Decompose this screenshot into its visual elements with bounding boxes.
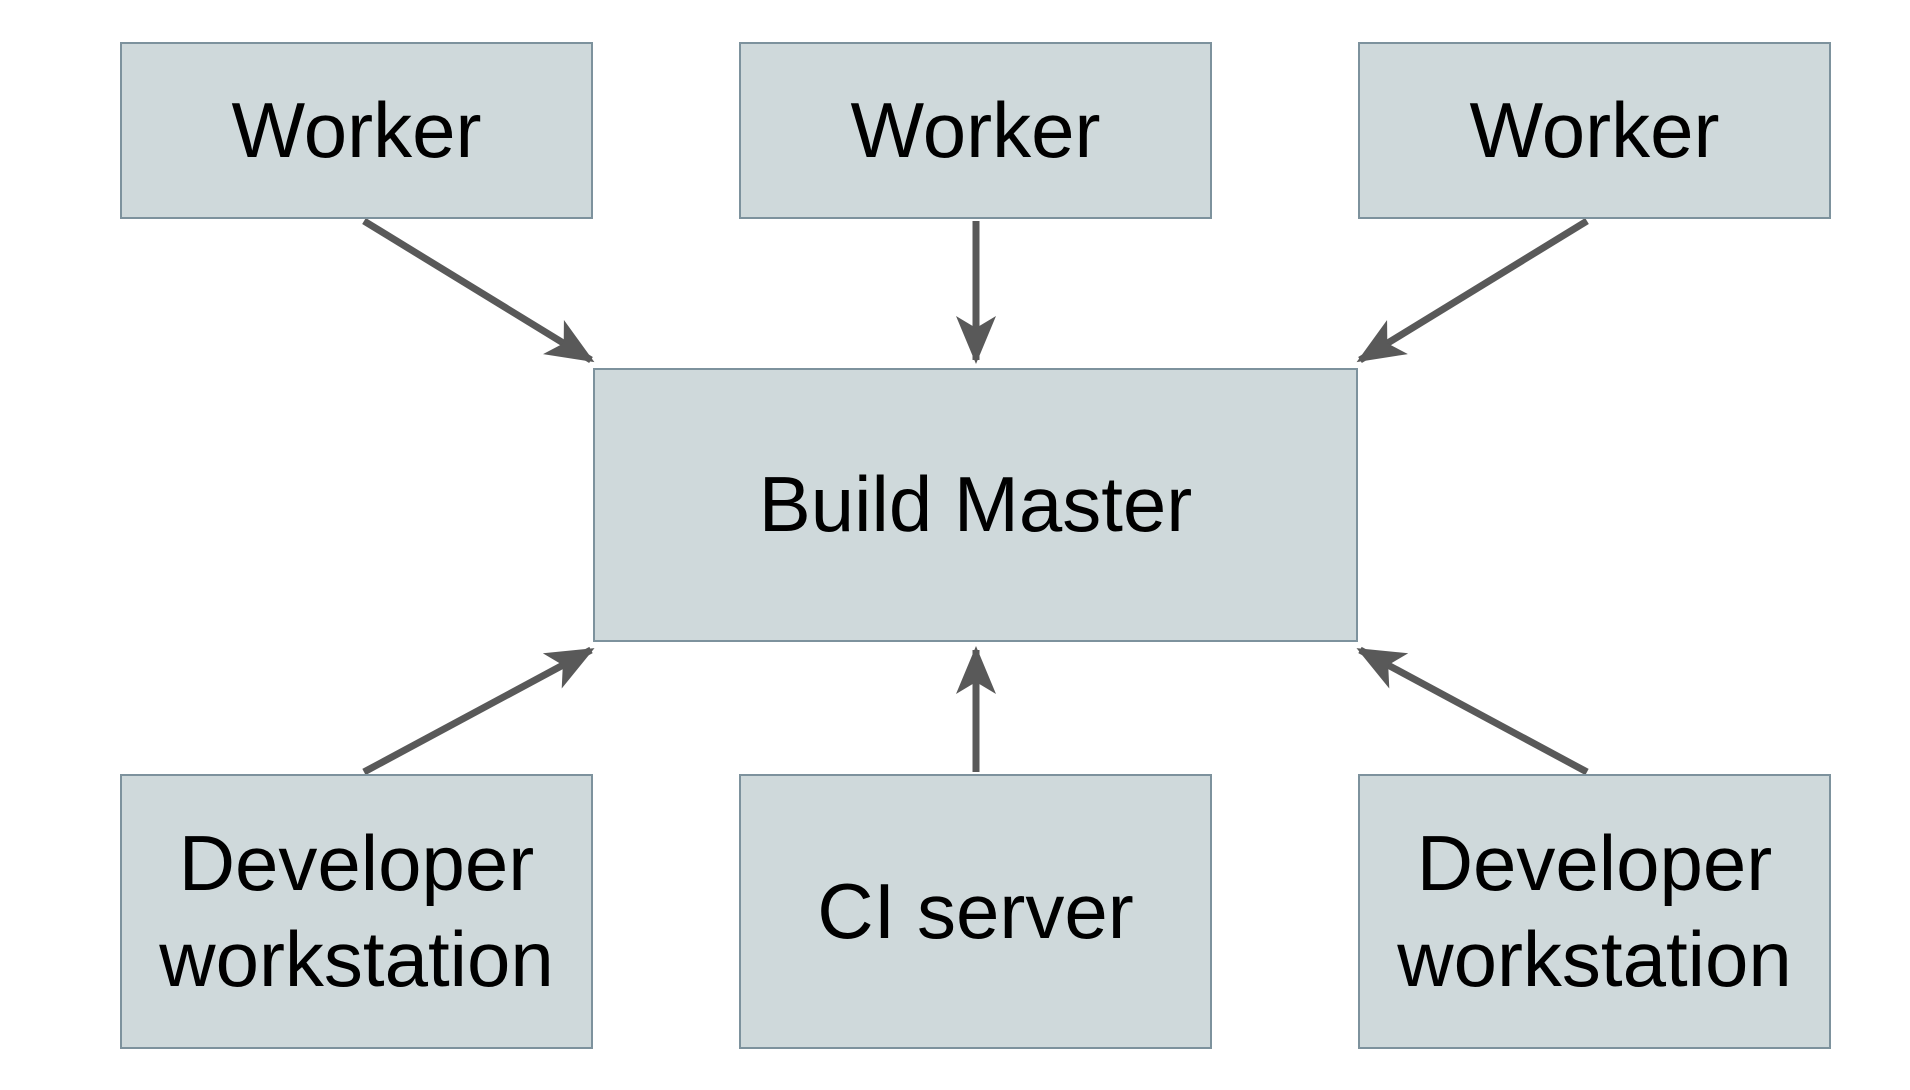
node-worker-3: Worker [1358, 42, 1831, 219]
node-worker-1: Worker [120, 42, 593, 219]
node-ci-server: CI server [739, 774, 1212, 1049]
node-developer-workstation-1: Developer workstation [120, 774, 593, 1049]
arrow-developer-workstation-2-to-build-master [1356, 646, 1589, 776]
arrow-developer-workstation-1-to-build-master [362, 646, 595, 776]
node-worker-2: Worker [739, 42, 1212, 219]
node-build-master: Build Master [593, 368, 1358, 642]
node-label-worker-2: Worker [850, 85, 1101, 174]
node-label-worker-3: Worker [1469, 85, 1720, 174]
node-label-developer-workstation-2: Developer workstation [1397, 819, 1792, 1003]
arrow-worker-1-to-build-master [362, 218, 595, 363]
node-label-build-master: Build Master [758, 460, 1193, 549]
node-label-developer-workstation-1: Developer workstation [159, 819, 554, 1003]
node-developer-workstation-2: Developer workstation [1358, 774, 1831, 1049]
node-label-ci-server: CI server [817, 866, 1134, 955]
arrow-worker-3-to-build-master [1356, 218, 1589, 363]
node-label-worker-1: Worker [231, 85, 482, 174]
